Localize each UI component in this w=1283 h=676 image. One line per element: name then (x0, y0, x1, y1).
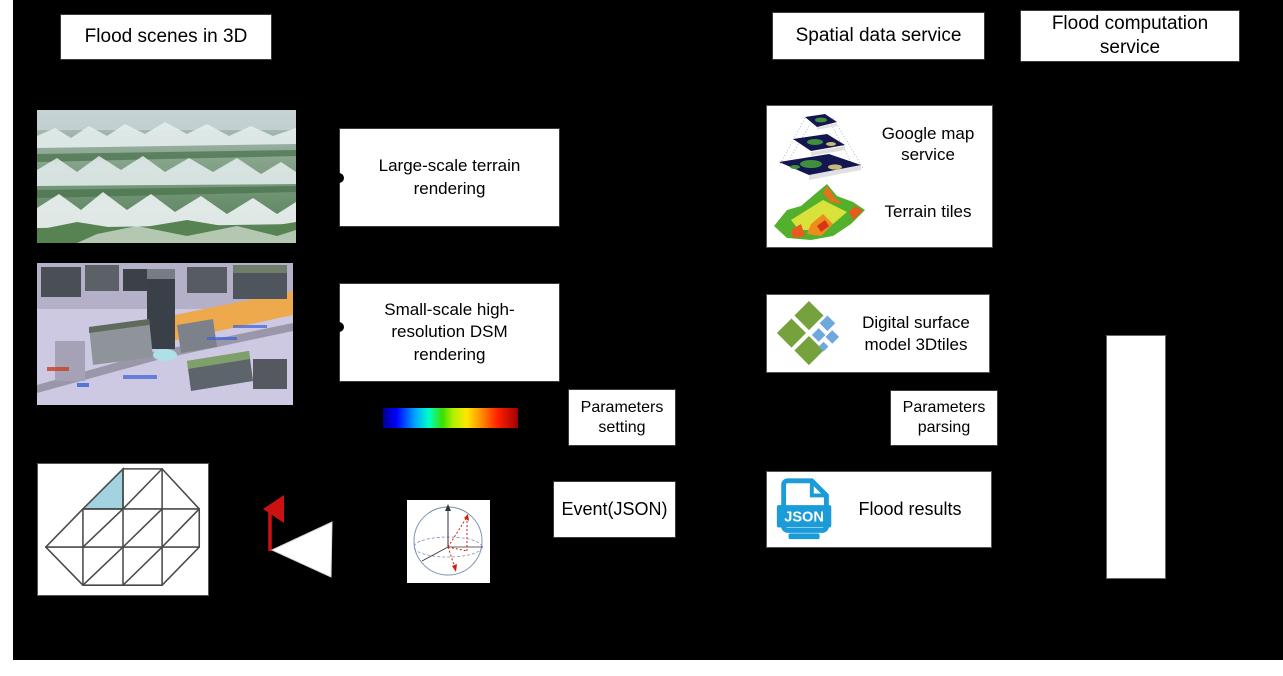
dsm-3dtiles-label: Digital surface model 3Dtiles (862, 313, 970, 354)
flood-computation-service-title-box: Flood computation service (1020, 10, 1240, 62)
flood-scenes-title-box: Flood scenes in 3D (60, 14, 272, 60)
parameters-setting-label: Parameters setting (580, 398, 664, 436)
flood-computation-service-title: Flood computation service (1051, 13, 1209, 58)
json-file-icon-label: JSON (784, 509, 824, 525)
tin-mesh-icon (45, 466, 201, 586)
map-terrain-service-card: Google map service Terrain tiles (766, 105, 993, 248)
spatial-data-service-title-box: Spatial data service (772, 12, 985, 60)
view-direction-icon (263, 495, 333, 578)
tin-mesh-card (37, 463, 209, 596)
json-file-icon: JSON (776, 477, 832, 539)
jet-colorbar (383, 408, 518, 428)
city-dsm-image (37, 263, 293, 405)
computation-process-box (1106, 335, 1166, 579)
sphere-coordinate-card (407, 500, 490, 583)
event-json-box: Event(JSON) (553, 481, 676, 538)
connector-dot (334, 173, 344, 183)
flood-results-card: JSON Flood results (766, 471, 992, 548)
flood-results-label: Flood results (858, 499, 962, 520)
3dtiles-icon (776, 300, 840, 365)
parameters-setting-box: Parameters setting (568, 389, 676, 446)
parameters-parsing-box: Parameters parsing (890, 390, 998, 446)
tile-pyramid-icon (778, 114, 864, 180)
event-json-label: Event(JSON) (561, 499, 668, 519)
parameters-parsing-label: Parameters parsing (902, 399, 986, 436)
spatial-data-service-title: Spatial data service (795, 25, 962, 47)
large-scale-terrain-rendering-label: Large-scale terrain rendering (378, 156, 521, 198)
terrain-tiles-label: Terrain tiles (884, 202, 972, 222)
large-scale-terrain-rendering-box: Large-scale terrain rendering (334, 128, 560, 227)
flood-scenes-title: Flood scenes in 3D (84, 26, 248, 48)
sphere-coordinate-icon (407, 500, 490, 583)
mountain-terrain-image (37, 110, 296, 243)
small-scale-dsm-rendering-label: Small-scale high-resolution DSM renderin… (384, 300, 515, 364)
google-map-service-label: Google map service (881, 123, 975, 164)
terrain-tiles-surface-icon (774, 184, 865, 240)
dsm-3dtiles-card: Digital surface model 3Dtiles (766, 294, 990, 373)
small-scale-dsm-rendering-box: Small-scale high-resolution DSM renderin… (334, 283, 560, 382)
connector-dot (334, 322, 344, 332)
